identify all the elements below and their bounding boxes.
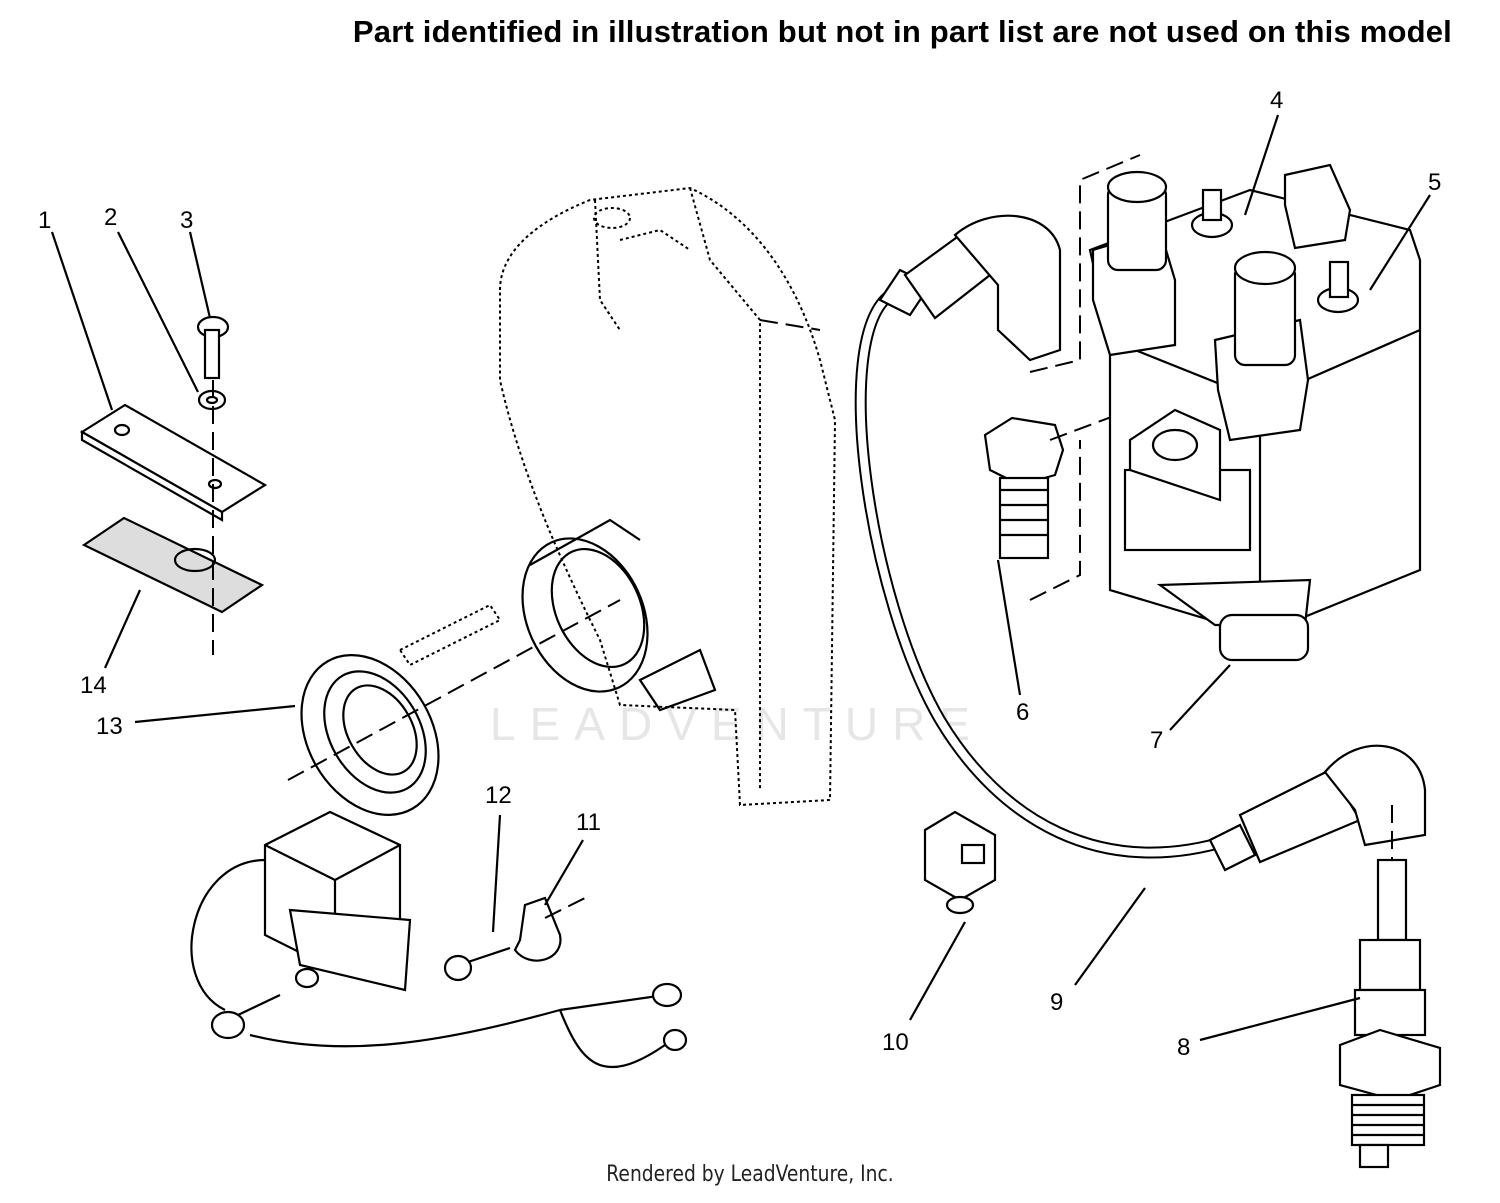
callout-3: 3	[180, 207, 193, 234]
module-bolt	[210, 967, 320, 1040]
callout-9: 9	[1050, 989, 1063, 1016]
part-10-terminal	[923, 810, 997, 915]
part-12-screw	[443, 946, 511, 982]
callout-12: 12	[485, 782, 512, 809]
housing-port	[521, 518, 717, 712]
locating-pin	[398, 603, 502, 667]
part-9-lead	[854, 290, 1232, 859]
diagram-notice: Part identified in illustration but not …	[352, 14, 1452, 49]
part-8-spark-plug	[1338, 858, 1442, 1169]
callout-6: 6	[1016, 699, 1029, 726]
callout-14: 14	[80, 672, 107, 699]
blower-housing	[499, 186, 837, 807]
part-1-plate	[79, 403, 268, 522]
part-14-gasket	[81, 516, 265, 614]
callout-7: 7	[1150, 727, 1163, 754]
callout-2: 2	[104, 204, 117, 231]
callout-4: 4	[1270, 87, 1283, 114]
upper-spark-boot	[878, 214, 1062, 362]
part-6-bolt	[983, 416, 1065, 560]
callout-11: 11	[576, 809, 601, 836]
callout-1: 1	[38, 207, 51, 234]
callout-5: 5	[1428, 169, 1441, 196]
lower-spark-boot	[1208, 744, 1427, 872]
leader-lines	[50, 114, 1431, 1042]
callout-10: 10	[882, 1029, 909, 1056]
rendered-by-footer: Rendered by LeadVenture, Inc.	[606, 1162, 894, 1187]
callout-13: 13	[96, 713, 123, 740]
ignition-module	[190, 810, 688, 1068]
watermark: LEADVENTURE	[490, 698, 984, 750]
part-11-clip	[513, 896, 586, 962]
ignition-coil	[1088, 163, 1422, 662]
callout-8: 8	[1177, 1034, 1190, 1061]
part-3-screw	[196, 315, 230, 380]
